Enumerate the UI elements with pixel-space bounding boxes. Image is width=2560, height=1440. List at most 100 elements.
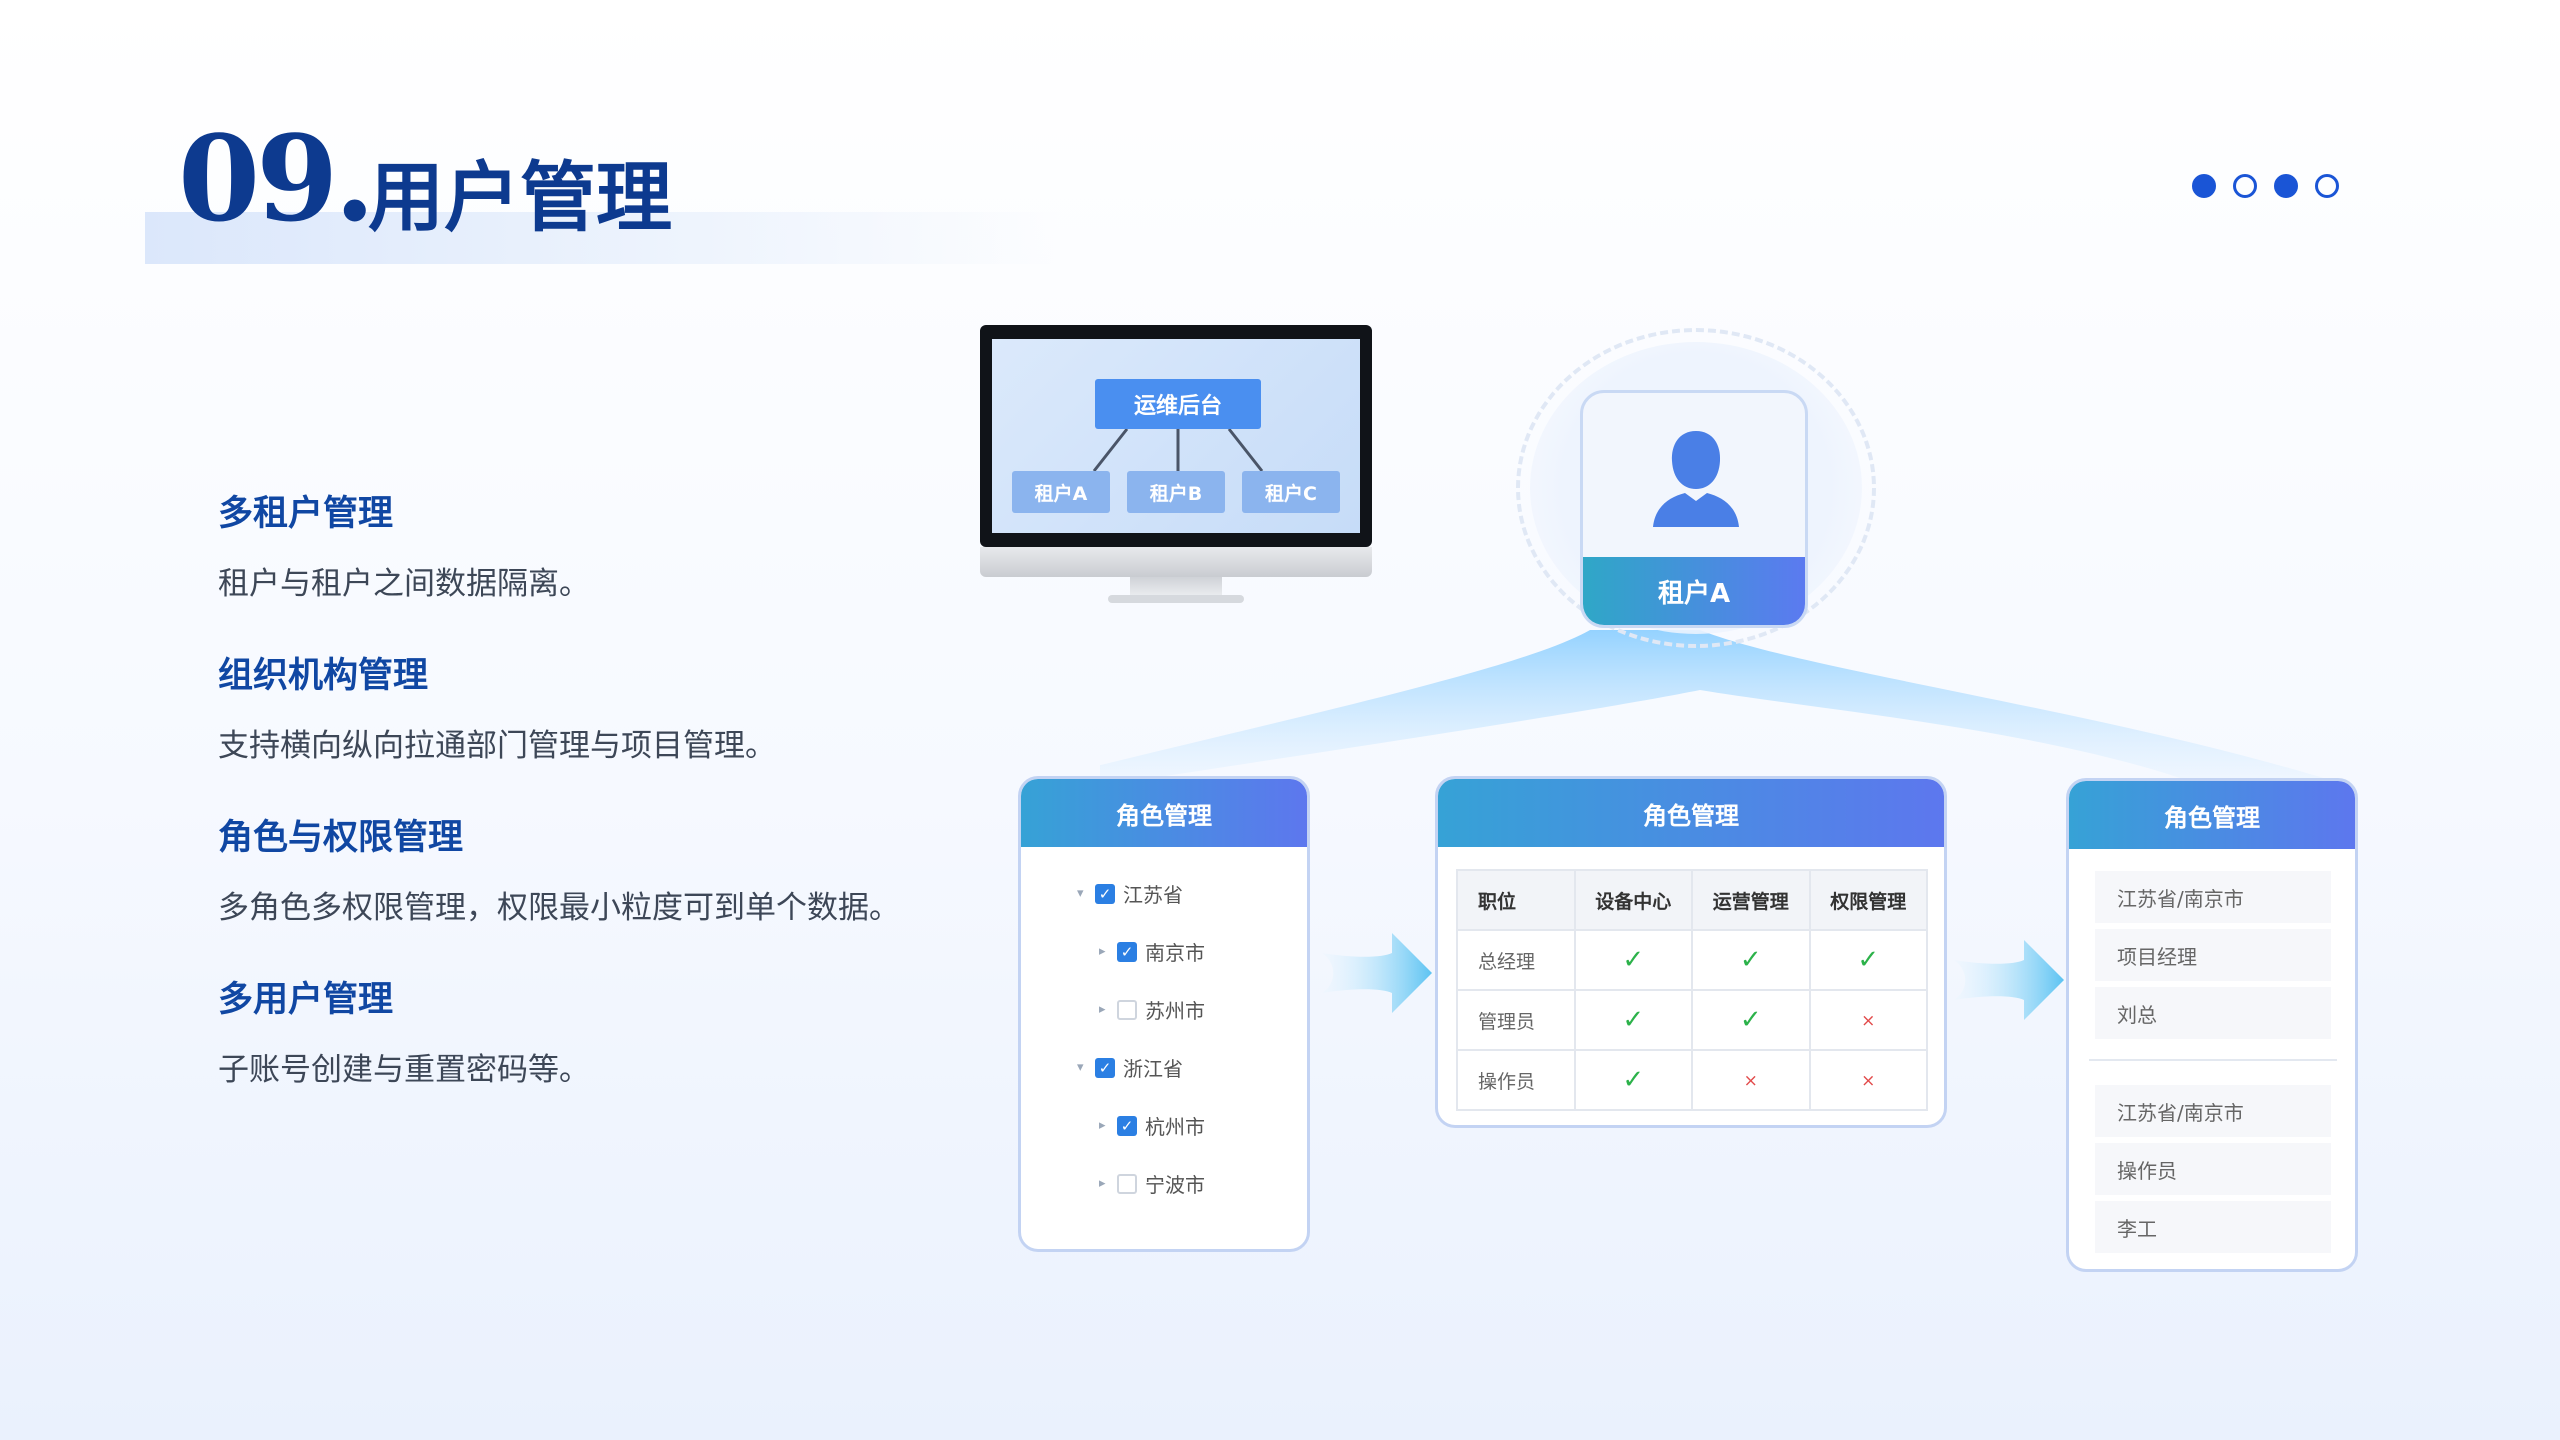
feature-item: 多用户管理 子账号创建与重置密码等。 (218, 971, 590, 1089)
panel-title: 角色管理 (1438, 779, 1944, 847)
checkbox[interactable]: ✓ (1095, 883, 1115, 904)
monitor-stand (1130, 577, 1222, 597)
flow-arrow-icon (1954, 940, 2064, 1020)
list-item[interactable]: 操作员 (2095, 1143, 2331, 1197)
check-icon: ✓ (1622, 945, 1645, 975)
check-icon: ✓ (1622, 1005, 1645, 1035)
tree-node[interactable]: ▸ 宁波市 (1099, 1169, 1205, 1198)
page-dot[interactable] (2315, 174, 2339, 198)
column-header: 运营管理 (1691, 869, 1811, 931)
panel-title: 角色管理 (1021, 779, 1307, 847)
table-row: 操作员 ✓ × × (1456, 1049, 1928, 1111)
permission-cell: ✓ (1573, 1049, 1693, 1111)
tree-node-label: 江苏省 (1123, 883, 1183, 907)
tree-node[interactable]: ▸ ✓ 南京市 (1099, 937, 1205, 966)
table-row: 总经理 ✓ ✓ ✓ (1456, 929, 1928, 991)
feature-item: 组织机构管理 支持横向纵向拉通部门管理与项目管理。 (218, 647, 776, 765)
page-indicator (2192, 174, 2339, 198)
feature-item: 角色与权限管理 多角色多权限管理，权限最小粒度可到单个数据。 (218, 809, 900, 927)
tenant-chip: 租户C (1242, 471, 1340, 513)
tenant-chip: 租户B (1127, 471, 1225, 513)
caret-down-icon[interactable]: ▾ (1077, 886, 1084, 901)
feature-title: 角色与权限管理 (218, 818, 464, 858)
tree-node[interactable]: ▾ ✓ 浙江省 (1077, 1053, 1183, 1082)
caret-right-icon[interactable]: ▸ (1099, 944, 1106, 959)
check-icon: ✓ (1739, 1005, 1762, 1035)
feature-item: 多租户管理 租户与租户之间数据隔离。 (218, 485, 590, 603)
monitor-bezel: 运维后台 租户A 租户B 租户C (980, 325, 1372, 547)
tree-lines (1092, 428, 1264, 472)
title-highlight-band (145, 212, 1065, 264)
permission-panel: 角色管理 职位 设备中心 运营管理 权限管理 总经理 ✓ ✓ ✓ 管理员 ✓ ✓ × 操作员 ✓ ×… (1435, 776, 1947, 1128)
feature-desc: 子账号创建与重置密码等。 (218, 1052, 590, 1088)
cross-icon: × (1743, 1071, 1758, 1091)
tree-node[interactable]: ▾ ✓ 江苏省 (1077, 879, 1183, 908)
column-header: 权限管理 (1808, 869, 1928, 931)
list-item[interactable]: 江苏省/南京市 (2095, 871, 2331, 925)
check-icon: ✓ (1739, 945, 1762, 975)
feature-title: 多用户管理 (218, 980, 394, 1020)
table-row: 管理员 ✓ ✓ × (1456, 989, 1928, 1051)
permission-cell: ✓ (1691, 929, 1811, 991)
list-item[interactable]: 项目经理 (2095, 929, 2331, 983)
monitor-base (1108, 595, 1244, 603)
page-title: 用户管理 (368, 153, 672, 242)
cross-icon: × (1861, 1011, 1876, 1031)
role-cell: 操作员 (1456, 1049, 1576, 1111)
flow-arrow-icon (1322, 933, 1432, 1013)
permission-cell: × (1691, 1049, 1811, 1111)
permission-cell: ✓ (1573, 929, 1693, 991)
distribution-glow (1100, 630, 2330, 785)
avatar-halo (1516, 328, 1876, 648)
list-item[interactable]: 李工 (2095, 1201, 2331, 1255)
list-item[interactable]: 刘总 (2095, 987, 2331, 1041)
ops-backend-box: 运维后台 (1095, 379, 1261, 429)
column-header: 设备中心 (1573, 869, 1693, 931)
tree-node[interactable]: ▸ ✓ 杭州市 (1099, 1111, 1205, 1140)
cross-icon: × (1861, 1071, 1876, 1091)
feature-desc: 多角色多权限管理，权限最小粒度可到单个数据。 (218, 890, 900, 926)
permission-cell: × (1808, 989, 1928, 1051)
tenant-avatar-card[interactable]: 租户A (1580, 390, 1808, 628)
tenant-label: 租户A (1583, 557, 1805, 625)
page-dot[interactable] (2233, 174, 2257, 198)
role-cell: 管理员 (1456, 989, 1576, 1051)
user-icon (1653, 431, 1739, 527)
caret-right-icon[interactable]: ▸ (1099, 1002, 1106, 1017)
section-number: 09. (178, 109, 375, 248)
tree-node-label: 宁波市 (1145, 1173, 1205, 1197)
page-dot[interactable] (2274, 174, 2298, 198)
feature-desc: 租户与租户之间数据隔离。 (218, 566, 590, 602)
checkbox[interactable]: ✓ (1117, 1115, 1137, 1136)
caret-right-icon[interactable]: ▸ (1099, 1176, 1106, 1191)
caret-down-icon[interactable]: ▾ (1077, 1060, 1084, 1075)
tenant-chip: 租户A (1012, 471, 1110, 513)
tree-node-label: 苏州市 (1145, 999, 1205, 1023)
user-panel: 角色管理 江苏省/南京市项目经理刘总江苏省/南京市操作员李工 (2066, 778, 2358, 1272)
tree-node-label: 杭州市 (1145, 1115, 1205, 1139)
check-icon: ✓ (1622, 1065, 1645, 1095)
permission-cell: ✓ (1691, 989, 1811, 1051)
feature-desc: 支持横向纵向拉通部门管理与项目管理。 (218, 728, 776, 764)
role-cell: 总经理 (1456, 929, 1576, 991)
page-dot[interactable] (2192, 174, 2216, 198)
panel-title: 角色管理 (2069, 781, 2355, 849)
monitor-screen: 运维后台 租户A 租户B 租户C (992, 339, 1360, 533)
checkbox[interactable] (1117, 1173, 1137, 1194)
org-tree-panel: 角色管理 ▾ ✓ 江苏省 ▸ ✓ 南京市 ▸ 苏州市 ▾ ✓ 浙江省 ▸ ✓ 杭州市 ▸ 宁波市 (1018, 776, 1310, 1252)
column-header: 职位 (1456, 869, 1576, 931)
feature-title: 组织机构管理 (218, 656, 429, 696)
monitor-chin (980, 547, 1372, 577)
checkbox[interactable]: ✓ (1117, 941, 1137, 962)
caret-right-icon[interactable]: ▸ (1099, 1118, 1106, 1133)
list-item[interactable]: 江苏省/南京市 (2095, 1085, 2331, 1139)
tree-node[interactable]: ▸ 苏州市 (1099, 995, 1205, 1024)
group-divider (2089, 1059, 2337, 1061)
checkbox[interactable] (1117, 999, 1137, 1020)
permission-table: 职位 设备中心 运营管理 权限管理 总经理 ✓ ✓ ✓ 管理员 ✓ ✓ × 操作员 ✓ × × (1456, 869, 1928, 1111)
feature-title: 多租户管理 (218, 494, 394, 534)
checkbox[interactable]: ✓ (1095, 1057, 1115, 1078)
tree-node-label: 南京市 (1145, 941, 1205, 965)
tree-node-label: 浙江省 (1123, 1057, 1183, 1081)
permission-cell: ✓ (1808, 929, 1928, 991)
